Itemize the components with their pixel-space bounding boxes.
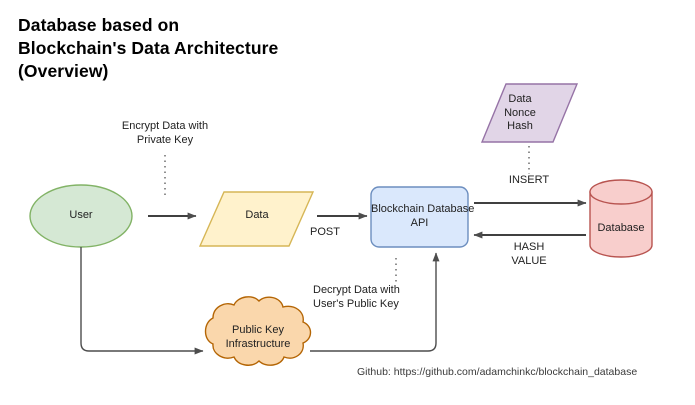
edge-label-post: POST	[310, 226, 340, 238]
github-footer-text: Github: https://github.com/adamchinkc/bl…	[357, 366, 638, 378]
node-data-nonce-hash-shape[interactable]	[480, 83, 579, 143]
node-api-shape[interactable]	[370, 186, 469, 248]
edge-label-encrypt: Encrypt Data with Private Key	[121, 120, 209, 146]
edge-user-to-pki	[80, 247, 204, 355]
node-database-shape[interactable]	[589, 179, 653, 258]
page-title: Database based on Blockchain's Data Arch…	[18, 15, 279, 81]
edge-pki-to-api	[310, 252, 440, 352]
node-user-shape[interactable]	[29, 184, 133, 248]
edge-label-hash-value: HASH VALUE	[511, 241, 547, 267]
edge-label-insert: INSERT	[508, 174, 550, 186]
node-pki-shape[interactable]	[204, 296, 312, 366]
node-data-shape[interactable]	[198, 191, 315, 247]
edge-label-decrypt: Decrypt Data with User's Public Key	[313, 284, 400, 310]
